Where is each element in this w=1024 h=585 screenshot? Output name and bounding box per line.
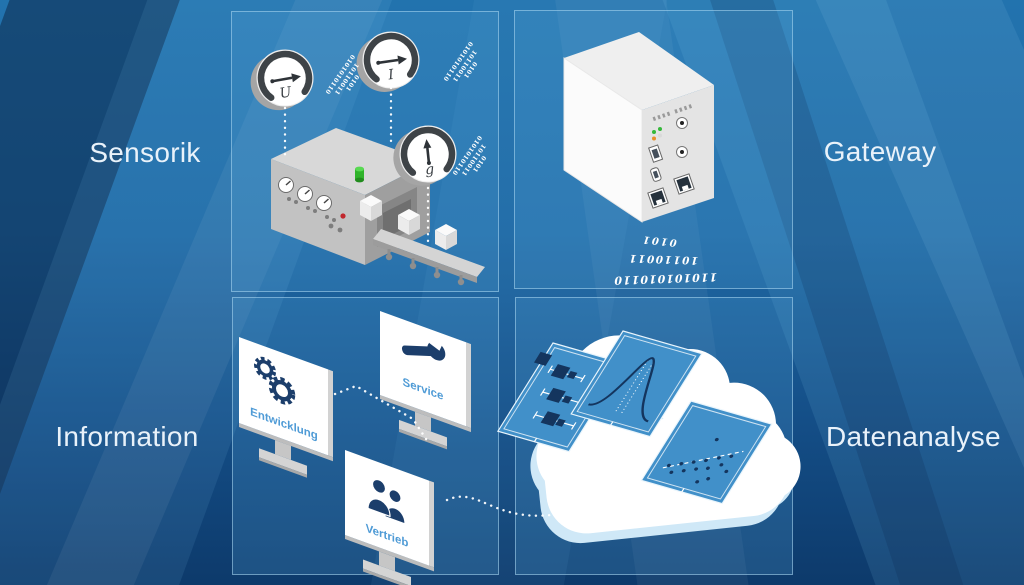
trend-line: [662, 450, 744, 469]
vent-holes: [652, 104, 693, 122]
section-label-information: Information: [55, 421, 199, 452]
gauge-needle: [272, 76, 293, 83]
gateway-top-face: [564, 32, 714, 110]
gears-icon: [254, 356, 296, 405]
people-icon: [367, 478, 406, 525]
conveyor-rollers: [385, 249, 465, 286]
gauge-arc: [257, 50, 313, 101]
machine-illustration: [271, 128, 485, 286]
gauge-letter-i: I: [386, 67, 395, 84]
sensorik-illustration: U I g 0101 10110011 0101010110: [250, 31, 487, 286]
binary-line: 110101010110: [612, 270, 718, 287]
gauge-i: I: [356, 31, 420, 92]
gauge-u: U: [250, 49, 314, 111]
binary-text: 0101 10110011 0101010110: [450, 134, 487, 177]
machine-front-gauges: [278, 177, 343, 233]
led-indicators: [652, 127, 662, 141]
binary-stream: 0101 10110011 110101010110: [612, 233, 718, 287]
monitor-screen: [239, 337, 328, 456]
green-indicator-light: [355, 166, 364, 183]
interval-chart: [496, 342, 626, 453]
product-box: [398, 209, 420, 235]
usb-port-icon: [648, 144, 664, 163]
conveyor-edge: [373, 239, 477, 283]
monitor-vertrieb: Vertrieb: [345, 450, 434, 585]
binary-line: 10110011: [626, 252, 700, 267]
datenanalyse-illustration: [496, 330, 801, 544]
ethernet-port-icon: [647, 187, 669, 209]
audio-jack-icon: [676, 146, 688, 158]
gauge-letter-u: U: [278, 84, 294, 102]
red-indicator-dot: [340, 213, 346, 219]
monitor-service: Service: [380, 311, 471, 450]
binary-line: 0101: [640, 233, 679, 247]
machine-front-face: [271, 159, 365, 265]
information-illustration: Entwicklung Service: [239, 311, 471, 585]
section-label-gateway: Gateway: [823, 136, 937, 167]
gauss-curve-chart: [570, 330, 703, 438]
gauge-needle: [378, 58, 399, 65]
gauge-arc: [363, 32, 419, 83]
product-box: [435, 224, 457, 250]
conveyor-belt: [373, 229, 485, 277]
machine-tunnel-inner: [383, 199, 411, 239]
monitor-entwicklung: Entwicklung: [239, 337, 333, 478]
hdmi-port-icon: [650, 167, 662, 182]
monitor-stand: [379, 551, 395, 572]
scatter-chart: [640, 400, 773, 505]
gateway-illustration: 0101 10110011 110101010110: [563, 32, 718, 287]
machine-top-face: [271, 128, 430, 195]
power-jack-icon: [676, 117, 688, 129]
gauge-arc: [400, 126, 456, 176]
wrench-icon: [401, 335, 446, 361]
gateway-device: [563, 32, 714, 223]
gauge-letter-g: g: [424, 161, 435, 178]
section-label-datenanalyse: Datenanalyse: [826, 421, 1001, 452]
product-box: [360, 195, 382, 221]
ethernet-port-icon: [673, 173, 695, 195]
gauge-needle: [426, 147, 431, 164]
bell-curve: [587, 357, 655, 423]
gauge-g: g: [393, 125, 457, 186]
monitor-stand: [275, 440, 291, 460]
section-label-sensorik: Sensorik: [89, 137, 201, 168]
monitor-screen: [380, 311, 466, 427]
binary-text: 0101 10110011 0101010110: [441, 40, 478, 83]
